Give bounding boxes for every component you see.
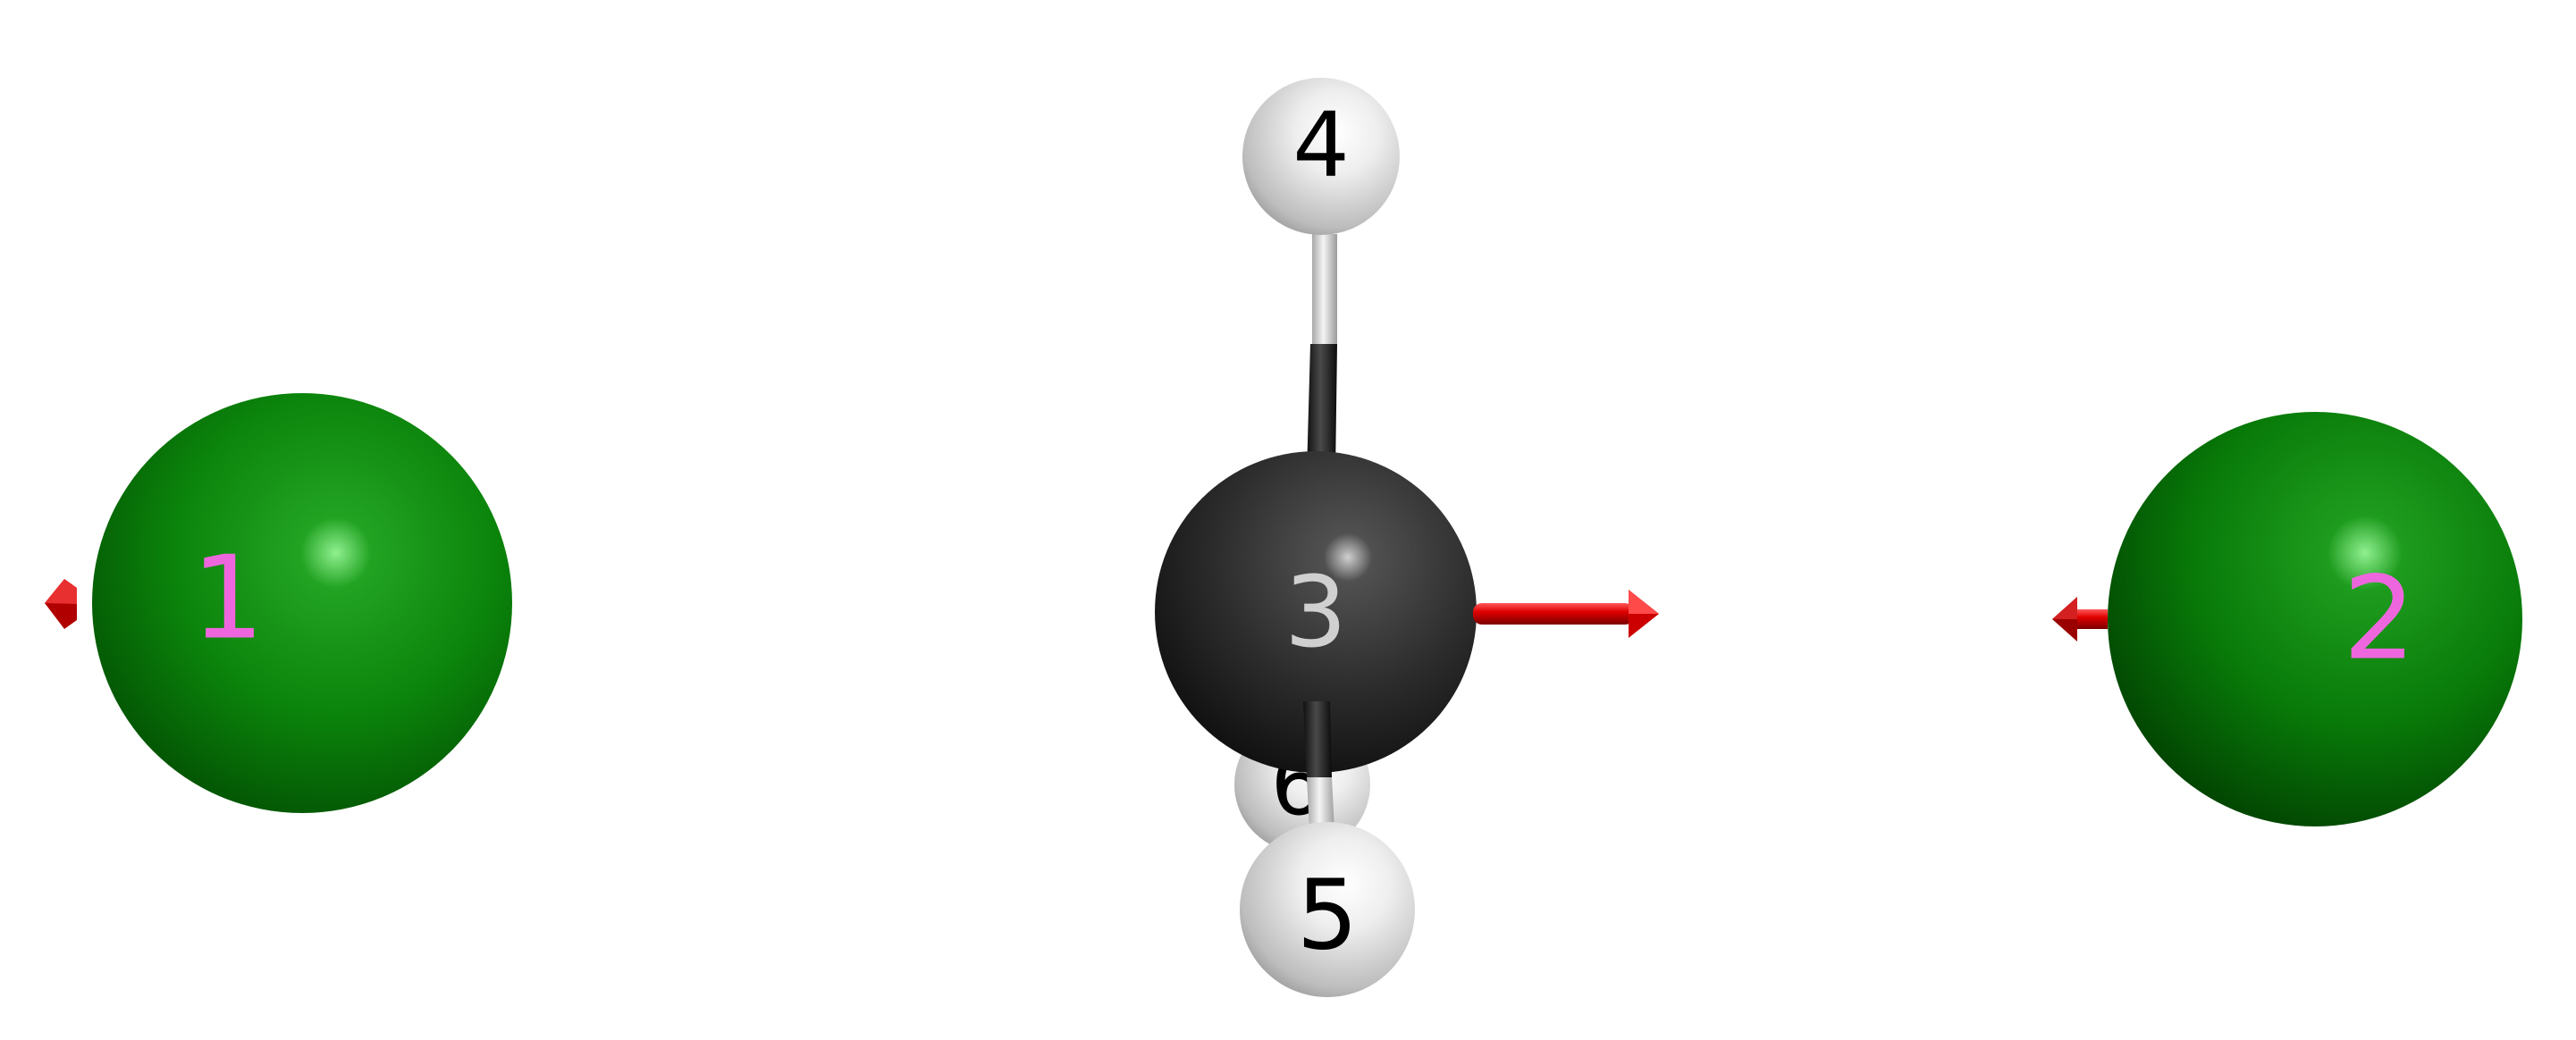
bond-c3-h4: [1307, 234, 1337, 474]
displacement-arrow-atom-2: [2052, 597, 2108, 642]
displacement-arrow-atom-1: [45, 579, 77, 629]
atom-3-label: 3: [1284, 555, 1347, 669]
atom-2-chlorine: 2: [2108, 412, 2522, 826]
atom-5-label: 5: [1297, 860, 1359, 972]
atom-3-carbon: 3: [1155, 451, 1477, 773]
atom-2-label: 2: [2343, 553, 2415, 686]
atom-1-chlorine: 1: [92, 393, 512, 813]
atom-1-label: 1: [191, 533, 264, 666]
atom-4-label: 4: [1292, 93, 1350, 197]
displacement-arrow-atom-3: [1473, 590, 1659, 638]
atom-4-hydrogen: 4: [1242, 78, 1400, 235]
atom-5-hydrogen: 5: [1240, 822, 1415, 997]
